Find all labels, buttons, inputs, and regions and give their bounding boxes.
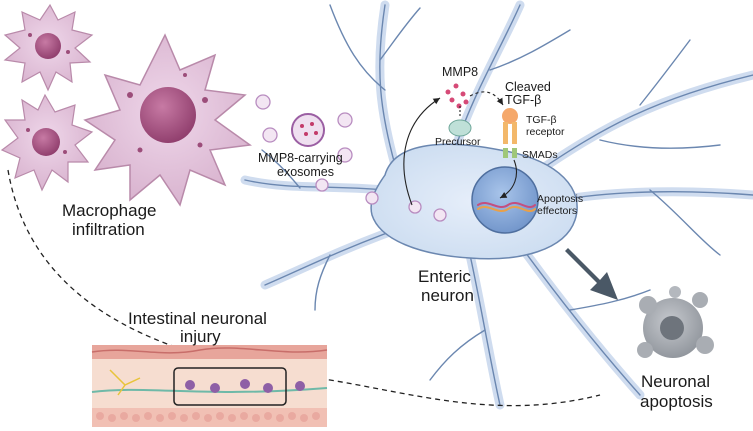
precursor-label: Precursor [435, 136, 481, 148]
enteric-neuron-label-line1: Enteric [418, 267, 471, 286]
smads-label: SMADs [522, 149, 558, 161]
exosome-large [291, 113, 325, 147]
cleaved-label-line1: Cleaved [505, 80, 551, 94]
enteric-neuron [240, 0, 753, 410]
exosomes-label-line1: MMP8-carrying [258, 151, 343, 165]
mmp8-label: MMP8 [442, 65, 479, 79]
mmp8-cluster [445, 83, 469, 109]
apoptosis-effectors-line1: Apoptosis [537, 193, 584, 205]
enteric-neuron-label-line2: neuron [421, 286, 474, 305]
apoptosis-arrow [565, 248, 618, 300]
apoptosis-effectors-line2: effectors [537, 205, 578, 217]
precursor-shape [448, 119, 472, 137]
macrophage-large [83, 33, 252, 207]
apoptotic-cell [637, 286, 714, 358]
receptor-label-line2: receptor [526, 126, 565, 138]
injury-label-line2: injury [180, 327, 221, 346]
macrophage-top [3, 3, 94, 92]
neuron-nucleus [471, 166, 539, 234]
exosomes-small [255, 94, 447, 222]
receptor-label-line1: TGF-β [526, 114, 557, 126]
exosomes-label-line2: exosomes [277, 165, 334, 179]
neuronal-apoptosis-line1: Neuronal [641, 372, 710, 391]
macrophage-label-line2: infiltration [72, 220, 145, 239]
neuronal-apoptosis-line2: apoptosis [640, 392, 713, 411]
macrophage-label-line1: Macrophage [62, 201, 157, 220]
tgf-beta-receptor [502, 108, 518, 158]
cleaved-label-line2: TGF-β [505, 93, 542, 107]
macrophage-left [0, 93, 94, 192]
intestinal-tissue [91, 345, 328, 427]
injury-label-line1: Intestinal neuronal [128, 309, 267, 328]
